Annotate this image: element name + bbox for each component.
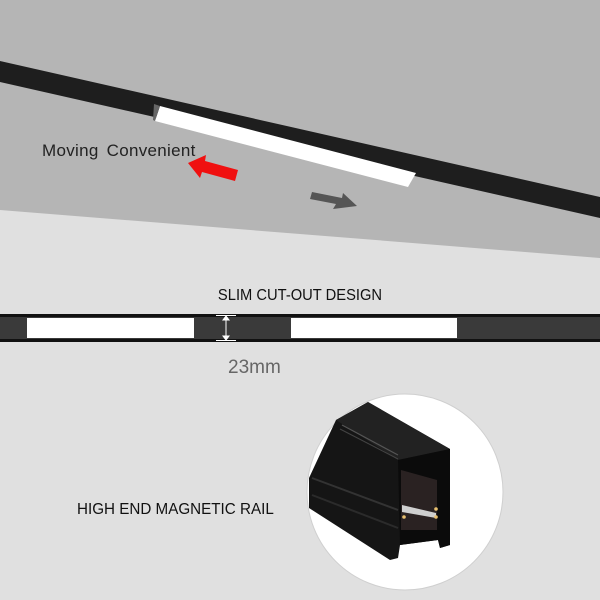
slim-cutout-design-heading: SLIM CUT-OUT DESIGN	[217, 287, 383, 304]
magnetic-rail-label: HIGH END MAGNETIC RAIL	[77, 501, 274, 518]
magnetic-rail-image	[309, 402, 450, 560]
dimension-arrow-icon	[216, 315, 236, 341]
arrow-right-icon	[310, 192, 357, 209]
led-cutout-edge	[153, 104, 160, 121]
width-dimension-label: 23mm	[228, 357, 281, 378]
slim-light-left	[27, 318, 194, 338]
slim-light-right	[291, 318, 457, 338]
moving-convenient-label: Moving Convenient	[42, 141, 196, 160]
arrow-left-icon	[188, 155, 238, 181]
led-cutout-light	[155, 106, 416, 187]
track-rail	[0, 61, 600, 218]
